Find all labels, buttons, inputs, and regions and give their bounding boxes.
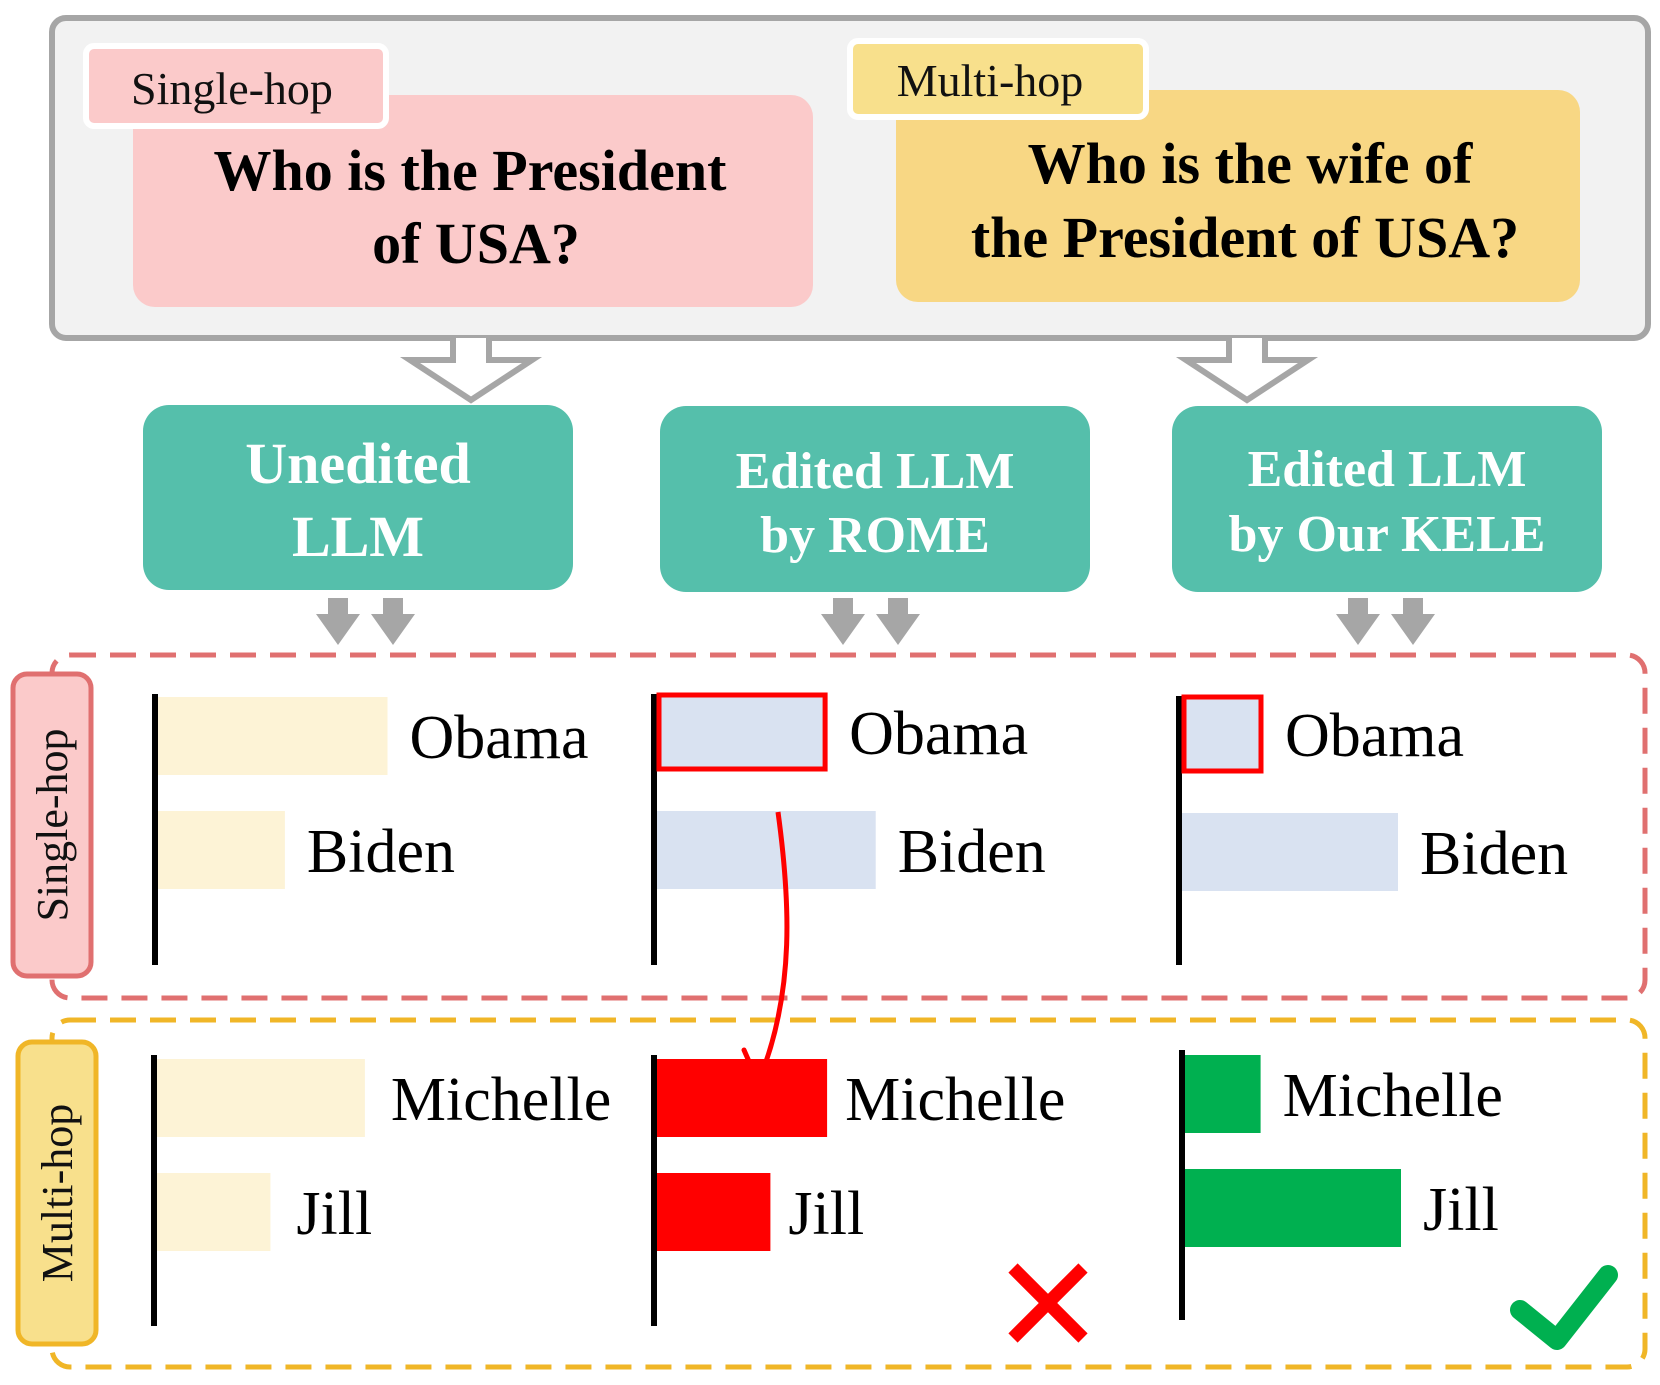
model-kele-line-2: by Our KELE [1229, 506, 1546, 563]
bar-label-edited-llm-by-our-kele-single-hop-biden: Biden [1420, 820, 1568, 888]
check-icon [1510, 1265, 1618, 1350]
model-box-unedited [143, 405, 573, 590]
bar-unedited-llm-multi-hop-michelle [157, 1059, 365, 1137]
bar-edited-llm-by-rome-multi-hop-jill [657, 1173, 771, 1251]
bar-edited-llm-by-our-kele-single-hop-obama [1181, 694, 1264, 774]
single-hop-question-line-2: of USA? [372, 211, 580, 276]
multi-hop-question-box [896, 90, 1580, 302]
double-arrow-unedited-icon [316, 598, 415, 645]
single-hop-row-label: Single-hop [28, 728, 77, 921]
bar-label-unedited-llm-single-hop-obama: Obama [410, 704, 589, 772]
bar-label-edited-llm-by-our-kele-multi-hop-michelle: Michelle [1283, 1062, 1503, 1130]
double-arrow-kele-icon [1336, 598, 1435, 645]
bar-label-edited-llm-by-our-kele-multi-hop-jill: Jill [1423, 1176, 1499, 1244]
bar-unedited-llm-multi-hop-jill [157, 1173, 271, 1251]
single-hop-question-line-1: Who is the President [214, 138, 728, 203]
bar-edited-llm-by-our-kele-multi-hop-michelle [1185, 1055, 1261, 1133]
edit-propagation-arrowhead-icon [741, 1047, 791, 1085]
model-rome-line-1: Edited LLM [736, 443, 1015, 500]
bar-label-unedited-llm-multi-hop-michelle: Michelle [391, 1066, 611, 1134]
edit-propagation-arrow [757, 811, 790, 1079]
bar-unedited-llm-single-hop-obama [158, 697, 388, 775]
multi-hop-question-line-1: Who is the wife of [1028, 131, 1473, 196]
single-hop-tag [83, 43, 389, 129]
model-rome-line-2: by ROME [760, 507, 990, 564]
bar-label-edited-llm-by-rome-multi-hop-jill: Jill [788, 1180, 864, 1248]
model-unedited-line-2: LLM [292, 504, 424, 569]
multi-hop-tag [847, 38, 1149, 120]
bar-label-unedited-llm-multi-hop-jill: Jill [296, 1180, 372, 1248]
bar-label-edited-llm-by-rome-multi-hop-michelle: Michelle [845, 1066, 1065, 1134]
hollow-arrow-left-icon [399, 338, 543, 404]
model-box-kele [1172, 406, 1602, 592]
bar-label-edited-llm-by-rome-single-hop-biden: Biden [898, 818, 1046, 886]
bar-label-unedited-llm-single-hop-biden: Biden [307, 818, 455, 886]
single-hop-row-tag [10, 671, 94, 979]
model-unedited-line-1: Unedited [245, 431, 471, 496]
bar-label-edited-llm-by-our-kele-single-hop-obama: Obama [1285, 702, 1464, 770]
bar-edited-llm-by-our-kele-multi-hop-jill [1185, 1169, 1401, 1247]
bar-unedited-llm-single-hop-biden [158, 811, 285, 889]
model-box-rome [660, 406, 1090, 592]
multi-hop-row-label: Multi-hop [33, 1104, 82, 1282]
bar-edited-llm-by-rome-multi-hop-michelle [657, 1059, 828, 1137]
bar-edited-llm-by-rome-single-hop-obama [656, 692, 828, 772]
double-arrow-rome-icon [821, 598, 920, 645]
multi-hop-tag-label: Multi-hop [897, 55, 1084, 106]
multi-hop-question-line-2: the President of USA? [971, 205, 1519, 270]
bar-edited-llm-by-our-kele-single-hop-biden [1182, 813, 1398, 891]
bar-label-edited-llm-by-rome-single-hop-obama: Obama [849, 700, 1028, 768]
multi-hop-row-tag [15, 1039, 99, 1347]
single-hop-question-box [133, 95, 813, 307]
cross-icon [1008, 1263, 1088, 1343]
hollow-arrow-right-icon [1175, 338, 1319, 404]
bar-edited-llm-by-rome-single-hop-biden [657, 811, 876, 889]
model-kele-line-1: Edited LLM [1248, 441, 1527, 498]
single-hop-tag-label: Single-hop [131, 63, 333, 114]
